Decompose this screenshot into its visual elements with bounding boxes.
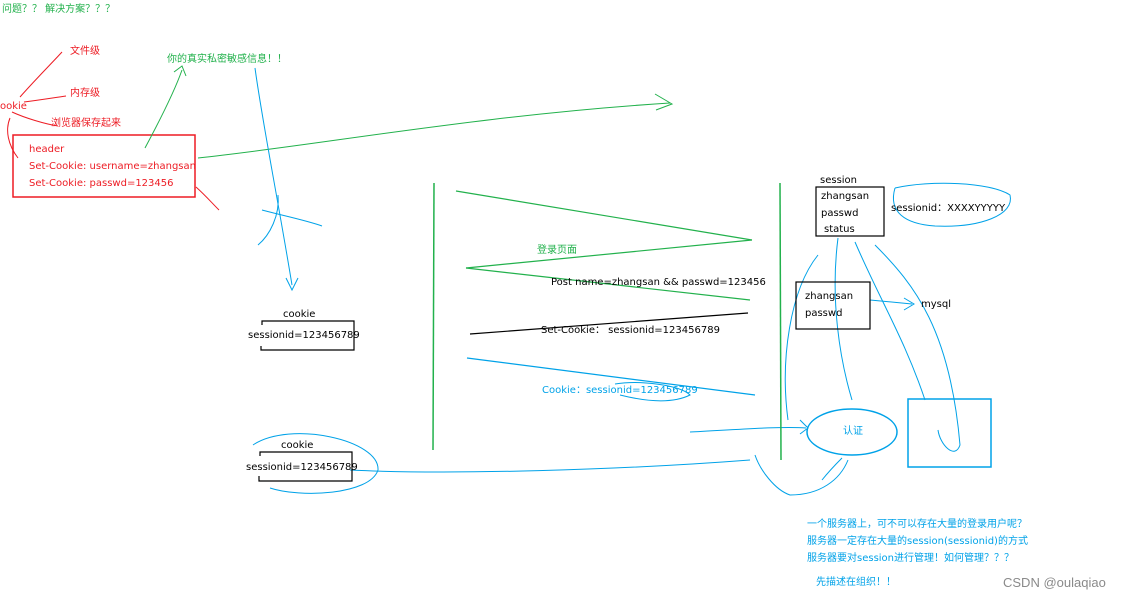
- storage-square: [907, 398, 992, 468]
- header-box-line3: Set-Cookie: passwd=123456: [29, 178, 174, 189]
- post-request-label: Post name=zhangsan && passwd=123456: [551, 277, 766, 288]
- sensitive-info-label: 你的真实私密敏感信息！！: [167, 54, 287, 65]
- green-annotation-strokes: [144, 65, 674, 159]
- watermark: CSDN @oulaqiao: [1003, 575, 1106, 590]
- cookie-label: ookie: [0, 101, 27, 112]
- auth-ellipse: [806, 408, 898, 456]
- login-page-label: 登录页面: [537, 245, 577, 256]
- db-box-line1: zhangsan: [805, 291, 854, 302]
- session-line2: passwd: [821, 208, 859, 219]
- cookie-box-bottom-value: sessionid=123456789: [246, 462, 358, 473]
- note-line1: 一个服务器上，可不可以存在大量的登录用户呢？: [807, 519, 1027, 530]
- note-line3: 服务器要对session进行管理！如何管理？？？: [807, 553, 1015, 564]
- cookie-request-label: Cookie：sessionid=123456789: [542, 385, 698, 396]
- cookie-box-top-value: sessionid=123456789: [248, 330, 360, 341]
- session-line3: status: [824, 224, 855, 235]
- note-line2: 服务器一定存在大量的session(sessionid)的方式: [807, 536, 1028, 547]
- set-cookie-response-label: Set-Cookie： sessionid=123456789: [541, 325, 720, 336]
- mysql-label: mysql: [921, 299, 951, 310]
- cookie-box-bottom-title: cookie: [281, 440, 314, 451]
- header-box: [12, 134, 196, 198]
- header-box-line2: Set-Cookie: username=zhangsan: [29, 161, 196, 172]
- auth-label: 认证: [843, 426, 863, 437]
- cookie-box-bottom-frame: [258, 451, 353, 482]
- sessionid-label: sessionid：XXXXYYYYY: [891, 203, 1006, 214]
- session-line1: zhangsan: [821, 191, 870, 202]
- request-lines: [455, 190, 756, 396]
- client-timeline: [432, 182, 435, 451]
- session-box: [815, 186, 885, 237]
- note-line4: 先描述在组织！！: [816, 577, 896, 588]
- file-level-label: 文件级: [70, 46, 100, 57]
- db-box: [795, 281, 871, 330]
- browser-save-label: 浏览器保存起来: [51, 118, 121, 129]
- heading: 问题？？ 解决方案？？？: [2, 4, 116, 15]
- session-title: session: [820, 175, 858, 186]
- memory-level-label: 内存级: [70, 88, 100, 99]
- db-box-line2: passwd: [805, 308, 843, 319]
- blue-annotation-strokes: [252, 67, 1011, 496]
- cookie-box-top-title: cookie: [283, 309, 316, 320]
- red-annotation-strokes: [7, 51, 220, 211]
- header-box-line1: header: [29, 144, 65, 155]
- server-timeline: [779, 182, 782, 461]
- cookie-box-top-frame: [260, 320, 355, 351]
